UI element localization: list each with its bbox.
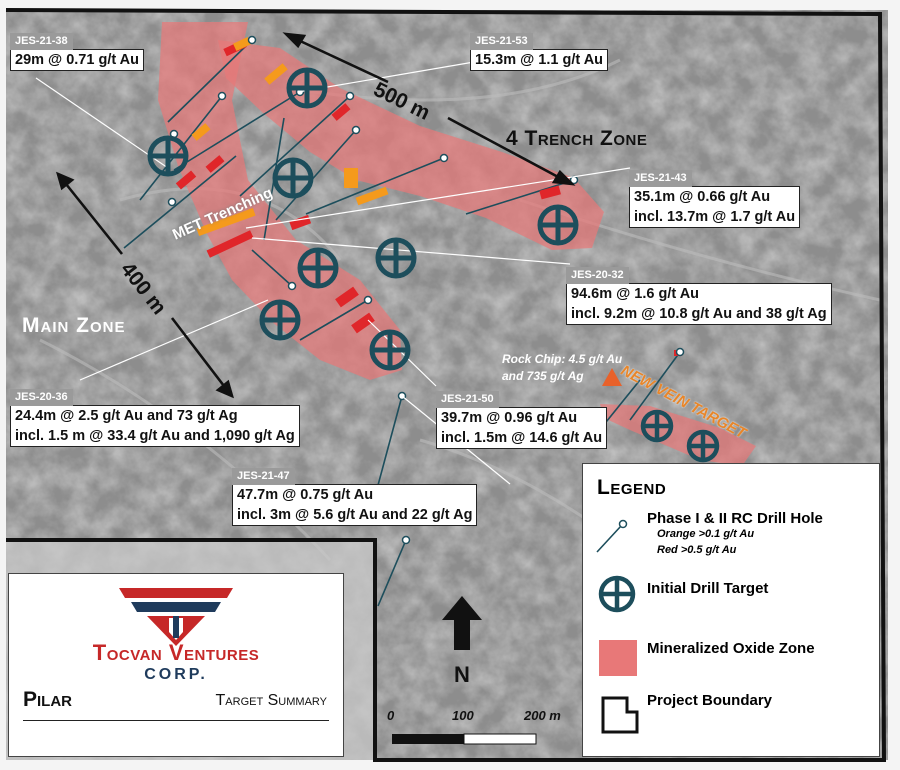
intercept-orange <box>355 186 389 206</box>
hole-id: JES-21-53 <box>470 33 533 50</box>
drill-target-icon <box>286 67 328 109</box>
legend-title: Legend <box>597 476 667 499</box>
intercept-line: 15.3m @ 1.1 g/t Au <box>475 52 604 68</box>
intercept-orange <box>344 168 358 188</box>
drill-target-icon <box>537 204 579 246</box>
intercept-line: incl. 3m @ 5.6 g/t Au and 22 g/t Ag <box>237 507 473 523</box>
legend-boundary: Project Boundary <box>647 692 773 709</box>
hole-id: JES-21-43 <box>629 170 692 187</box>
scale-label-100: 100 <box>452 708 474 723</box>
project-boundary <box>5 8 887 762</box>
company-name: Tocvan Ventures <box>92 640 260 665</box>
callout-jes-21-43: JES-21-43 35.1m @ 0.66 g/t Au incl. 13.7… <box>629 170 801 228</box>
oxide-zone-main <box>158 22 402 380</box>
legend-drill-hole: Phase I & II RC Drill Hole <box>647 510 823 527</box>
rock-chip-marker <box>602 368 622 386</box>
oxide-zone-trench <box>218 40 604 250</box>
drill-target-icon <box>375 237 417 279</box>
callout-jes-21-50: JES-21-50 39.7m @ 0.96 g/t Au incl. 1.5m… <box>436 391 608 449</box>
intercept-red <box>539 185 561 200</box>
intercept-orange <box>233 36 251 52</box>
company-corp: CORP. <box>144 666 208 683</box>
callout-jes-21-38: JES-21-38 29m @ 0.71 g/t Au <box>10 33 145 71</box>
intercept-orange <box>264 63 288 85</box>
intercept-line: 47.7m @ 0.75 g/t Au <box>237 487 374 503</box>
scale-label-200: 200 m <box>524 708 561 723</box>
callout-jes-20-32: JES-20-32 94.6m @ 1.6 g/t Au incl. 9.2m … <box>566 267 832 325</box>
callout-jes-20-36: JES-20-36 24.4m @ 2.5 g/t Au and 73 g/t … <box>10 389 300 447</box>
intercept-line: incl. 1.5m @ 14.6 g/t Au <box>441 430 603 446</box>
intercept-red <box>351 312 375 334</box>
legend-oxide-zone: Mineralized Oxide Zone <box>647 640 815 657</box>
intercept-line: 94.6m @ 1.6 g/t Au <box>571 286 700 302</box>
intercept-line: 29m @ 0.71 g/t Au <box>15 52 140 68</box>
scale-label-0: 0 <box>387 708 395 723</box>
drill-collars <box>167 35 685 545</box>
drill-target-icon <box>259 299 301 341</box>
company-logo <box>119 588 233 646</box>
drill-targets <box>147 67 720 463</box>
legend-red: Red >0.5 g/t Au <box>657 544 737 556</box>
drill-hole-icon <box>596 519 628 553</box>
hole-id: JES-20-36 <box>10 389 73 406</box>
drill-target-icon <box>297 247 339 289</box>
drill-target-icon <box>369 329 411 371</box>
hole-id: JES-20-32 <box>566 267 629 284</box>
intercept-line: incl. 13.7m @ 1.7 g/t Au <box>634 209 796 225</box>
intercept-line: incl. 9.2m @ 10.8 g/t Au and 38 g/t Ag <box>571 306 827 322</box>
main-zone-label: Main Zone <box>22 314 126 337</box>
scale-bar <box>392 733 537 745</box>
drill-target-icon <box>147 135 189 177</box>
legend-orange: Orange >0.1 g/t Au <box>657 528 755 540</box>
trench-zone-label: 4 Trench Zone <box>506 127 648 150</box>
hole-id: JES-21-50 <box>436 391 499 408</box>
legend-drill-target: Initial Drill Target <box>647 580 769 597</box>
intercept-red <box>331 103 351 121</box>
callout-jes-21-47: JES-21-47 47.7m @ 0.75 g/t Au incl. 3m @… <box>232 468 478 526</box>
intercept-red <box>206 230 254 258</box>
intercept-orange <box>191 123 211 141</box>
intercept-orange <box>196 207 256 237</box>
intercept-line: 35.1m @ 0.66 g/t Au <box>634 189 771 205</box>
drill-target-icon <box>686 429 720 463</box>
divider <box>23 720 329 721</box>
oxide-swatch <box>599 640 637 676</box>
north-label: N <box>454 662 470 687</box>
project-name: Pilar <box>23 688 73 711</box>
intercept-red <box>205 155 225 173</box>
distance-arrows <box>55 32 576 399</box>
drill-target-icon <box>640 409 674 443</box>
drill-target-legend-icon <box>598 575 636 613</box>
intercept-line: incl. 1.5 m @ 33.4 g/t Au and 1,090 g/t … <box>15 428 295 444</box>
intercept-red <box>175 170 197 190</box>
rock-chip-line-2: and 735 g/t Ag <box>502 369 584 383</box>
north-arrow-icon <box>442 596 482 650</box>
intercept-line: 24.4m @ 2.5 g/t Au and 73 g/t Ag <box>15 408 238 424</box>
rock-chip-line-1: Rock Chip: 4.5 g/t Au <box>502 352 623 366</box>
boundary-legend-icon <box>601 696 639 734</box>
drill-target-icon <box>272 157 314 199</box>
intercept-line: 39.7m @ 0.96 g/t Au <box>441 410 578 426</box>
callout-jes-21-53: JES-21-53 15.3m @ 1.1 g/t Au <box>470 33 609 71</box>
logo-panel: Tocvan Ventures CORP. Pilar Target Summa… <box>8 573 344 757</box>
legend-panel: Legend Phase I & II RC Drill Hole Orange… <box>582 463 880 757</box>
summary-title: Target Summary <box>215 692 327 709</box>
hole-id: JES-21-38 <box>10 33 73 50</box>
intercept-red <box>335 286 359 308</box>
hole-id: JES-21-47 <box>232 468 295 485</box>
